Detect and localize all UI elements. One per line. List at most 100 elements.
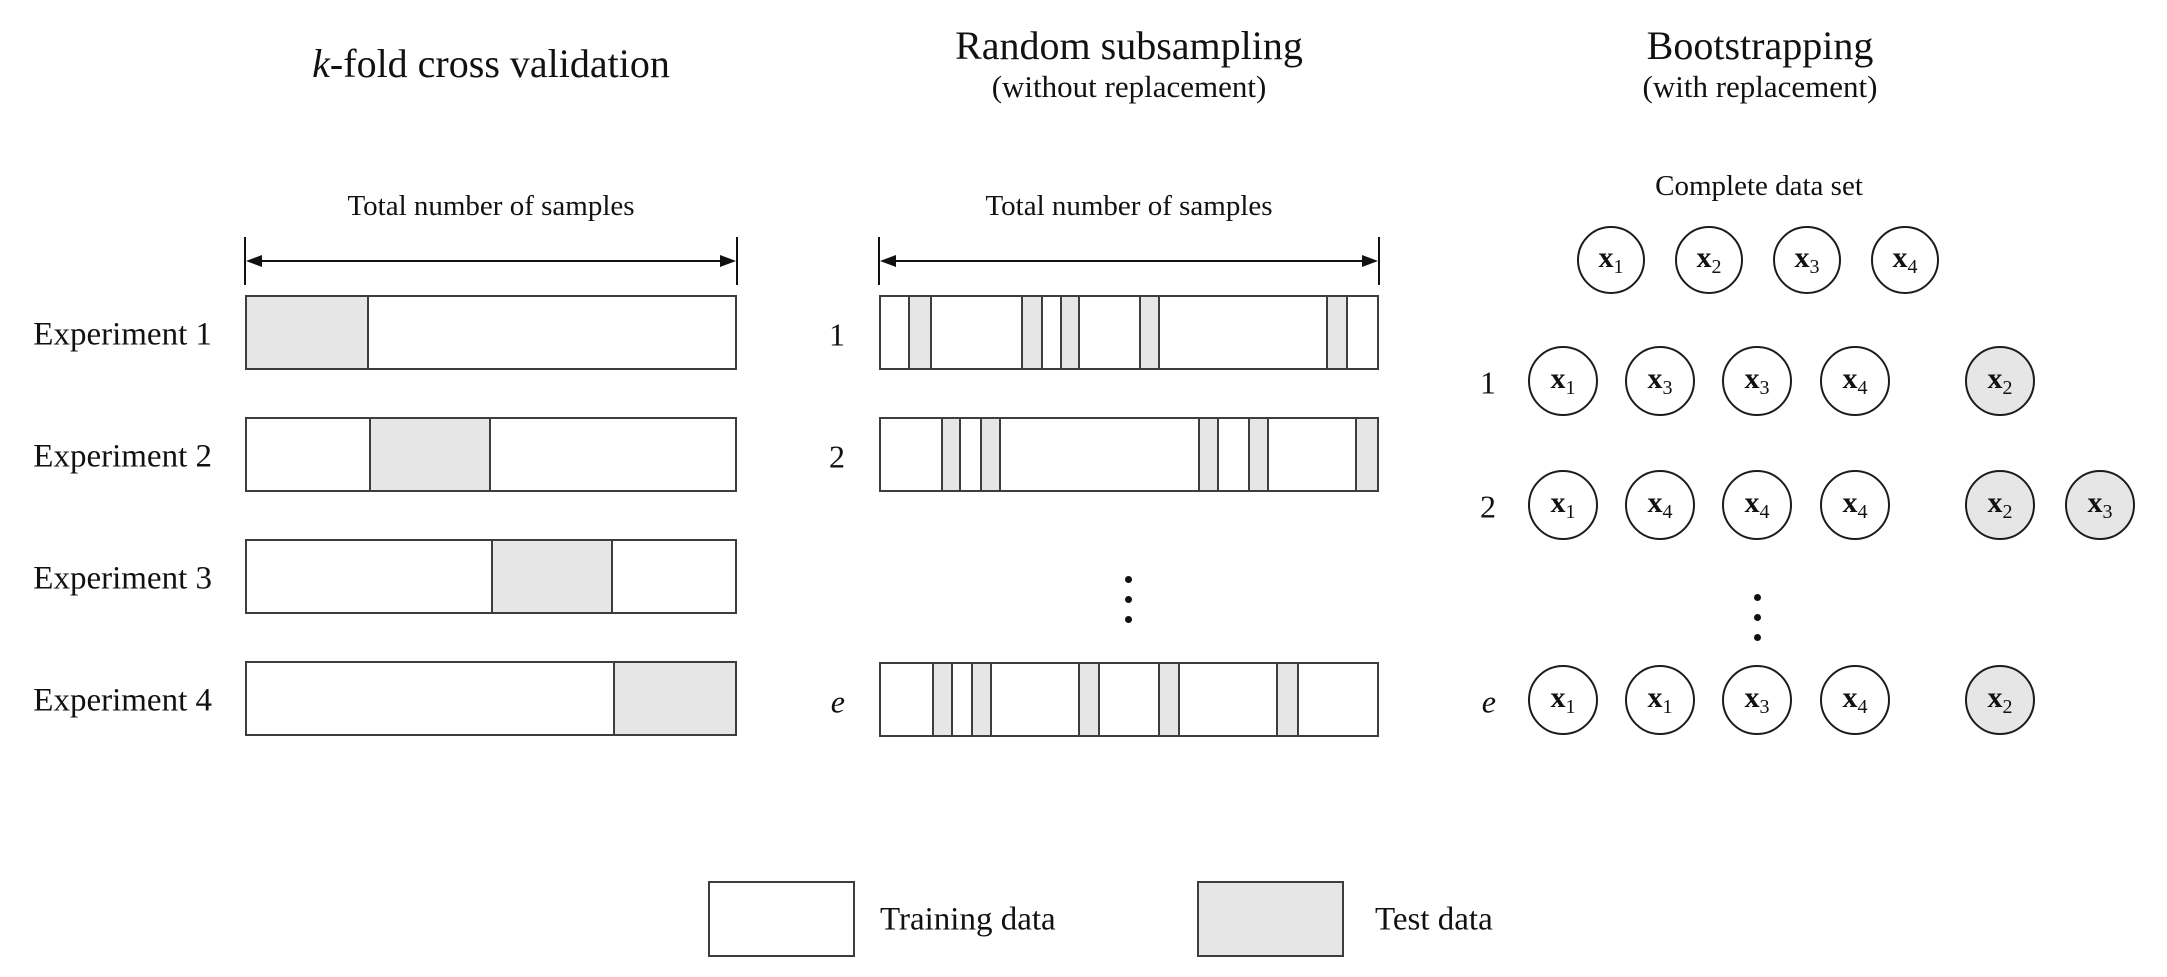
bootstrap-train-sample: x1 [1528, 665, 1598, 735]
bootstrap-train-sample: x4 [1625, 470, 1695, 540]
sample-label: x3 [1744, 681, 1770, 718]
ellipsis-dot [1754, 594, 1761, 601]
subsampling-test-stripe [1355, 419, 1377, 490]
sample-label: x2 [1696, 241, 1722, 278]
legend-test-label: Test data [1375, 901, 1493, 938]
bootstrap-complete-sample: x2 [1675, 226, 1743, 294]
subsampling-test-stripe [1275, 664, 1299, 735]
subsampling-samples-arrow-left-tick [878, 237, 880, 285]
kfold-samples-arrow-line [259, 260, 723, 262]
bootstrap-section-subtitle: (with replacement) [1642, 69, 1878, 104]
kfold-test-fold [247, 297, 369, 368]
subsampling-test-stripe [1248, 419, 1269, 490]
bootstrap-train-sample: x1 [1625, 665, 1695, 735]
subsampling-samples-arrow-right-tick [1378, 237, 1380, 285]
ellipsis-dot [1754, 634, 1761, 641]
subsampling-test-stripe [980, 419, 1002, 490]
bootstrap-row-label: 2 [1480, 488, 1496, 525]
sample-label: x1 [1647, 681, 1673, 718]
subsampling-test-stripe [940, 419, 962, 490]
bootstrap-test-sample: x2 [1965, 346, 2035, 416]
bootstrap-complete-sample: x1 [1577, 226, 1645, 294]
kfold-bar [245, 661, 737, 736]
bootstrap-train-sample: x3 [1722, 346, 1792, 416]
bootstrap-test-sample: x2 [1965, 665, 2035, 735]
subsampling-test-stripe [1020, 297, 1043, 368]
kfold-row-label: Experiment 4 [33, 682, 212, 718]
sample-label: x4 [1842, 362, 1868, 399]
legend-test-swatch [1197, 881, 1344, 957]
kfold-samples-arrow-left-tick [244, 237, 246, 285]
sample-label: x2 [1987, 362, 2013, 399]
sample-label: x3 [1794, 241, 1820, 278]
kfold-test-fold [613, 663, 735, 734]
kfold-row-label: Experiment 2 [33, 438, 212, 474]
bootstrap-complete-sample: x3 [1773, 226, 1841, 294]
subsampling-test-stripe [931, 664, 954, 735]
kfold-title-k: k [312, 41, 330, 86]
subsampling-section-subtitle: (without replacement) [991, 69, 1267, 104]
kfold-axis-caption: Total number of samples [347, 190, 635, 222]
bootstrap-train-sample: x1 [1528, 346, 1598, 416]
subsampling-test-stripe [1138, 297, 1160, 368]
bootstrap-complete-set-caption: Complete data set [1655, 170, 1863, 202]
kfold-samples-arrow-right-arrowhead [720, 255, 736, 267]
bootstrap-train-sample: x4 [1820, 665, 1890, 735]
bootstrap-train-sample: x3 [1625, 346, 1695, 416]
kfold-title-rest: -fold cross validation [329, 41, 670, 86]
kfold-bar [245, 539, 737, 614]
subsampling-test-stripe [971, 664, 993, 735]
bootstrap-more-rows-ellipsis [1754, 594, 1761, 641]
subsampling-samples-arrow-line [893, 260, 1365, 262]
kfold-samples-arrow-left-arrowhead [246, 255, 262, 267]
subsampling-test-stripe [1326, 297, 1349, 368]
sample-label: x1 [1550, 681, 1576, 718]
subsampling-bar [879, 662, 1379, 737]
subsampling-row-label: e [830, 683, 845, 719]
legend-training-label: Training data [880, 901, 1056, 938]
subsampling-bar [879, 417, 1379, 492]
subsampling-axis-caption: Total number of samples [985, 190, 1273, 222]
bootstrap-train-sample: x3 [1722, 665, 1792, 735]
kfold-bar [245, 295, 737, 370]
kfold-row-label: Experiment 3 [33, 560, 212, 596]
subsampling-more-rows-ellipsis [1125, 576, 1132, 623]
subsampling-test-stripe [1157, 664, 1180, 735]
subsampling-row-label: 2 [829, 438, 845, 474]
kfold-bar [245, 417, 737, 492]
subsampling-test-stripe [1059, 297, 1081, 368]
ellipsis-dot [1125, 616, 1132, 623]
bootstrap-train-sample: x4 [1722, 470, 1792, 540]
legend-training-swatch [708, 881, 855, 957]
subsampling-samples-arrow-right-arrowhead [1362, 255, 1378, 267]
subsampling-test-stripe [1198, 419, 1220, 490]
ellipsis-dot [1125, 576, 1132, 583]
sample-label: x3 [1647, 362, 1673, 399]
ellipsis-dot [1125, 596, 1132, 603]
bootstrap-test-sample: x3 [2065, 470, 2135, 540]
sample-label: x4 [1647, 486, 1673, 523]
kfold-test-fold [369, 419, 491, 490]
sample-label: x4 [1892, 241, 1918, 278]
bootstrap-train-sample: x4 [1820, 470, 1890, 540]
kfold-section-title: k-fold cross validation [312, 40, 670, 87]
sample-label: x4 [1744, 486, 1770, 523]
subsampling-test-stripe [907, 297, 932, 368]
sample-label: x3 [1744, 362, 1770, 399]
subsampling-test-stripe [1078, 664, 1101, 735]
sample-label: x4 [1842, 681, 1868, 718]
sample-label: x1 [1550, 362, 1576, 399]
kfold-test-fold [491, 541, 613, 612]
ellipsis-dot [1754, 614, 1761, 621]
bootstrap-train-sample: x4 [1820, 346, 1890, 416]
bootstrap-test-sample: x2 [1965, 470, 2035, 540]
bootstrap-row-label: e [1481, 683, 1496, 720]
subsampling-section-title: Random subsampling [955, 23, 1303, 68]
bootstrap-section-title: Bootstrapping [1646, 23, 1874, 68]
kfold-row-label: Experiment 1 [33, 316, 212, 352]
sample-label: x2 [1987, 486, 2013, 523]
sample-label: x1 [1598, 241, 1624, 278]
sample-label: x4 [1842, 486, 1868, 523]
bootstrap-train-sample: x1 [1528, 470, 1598, 540]
